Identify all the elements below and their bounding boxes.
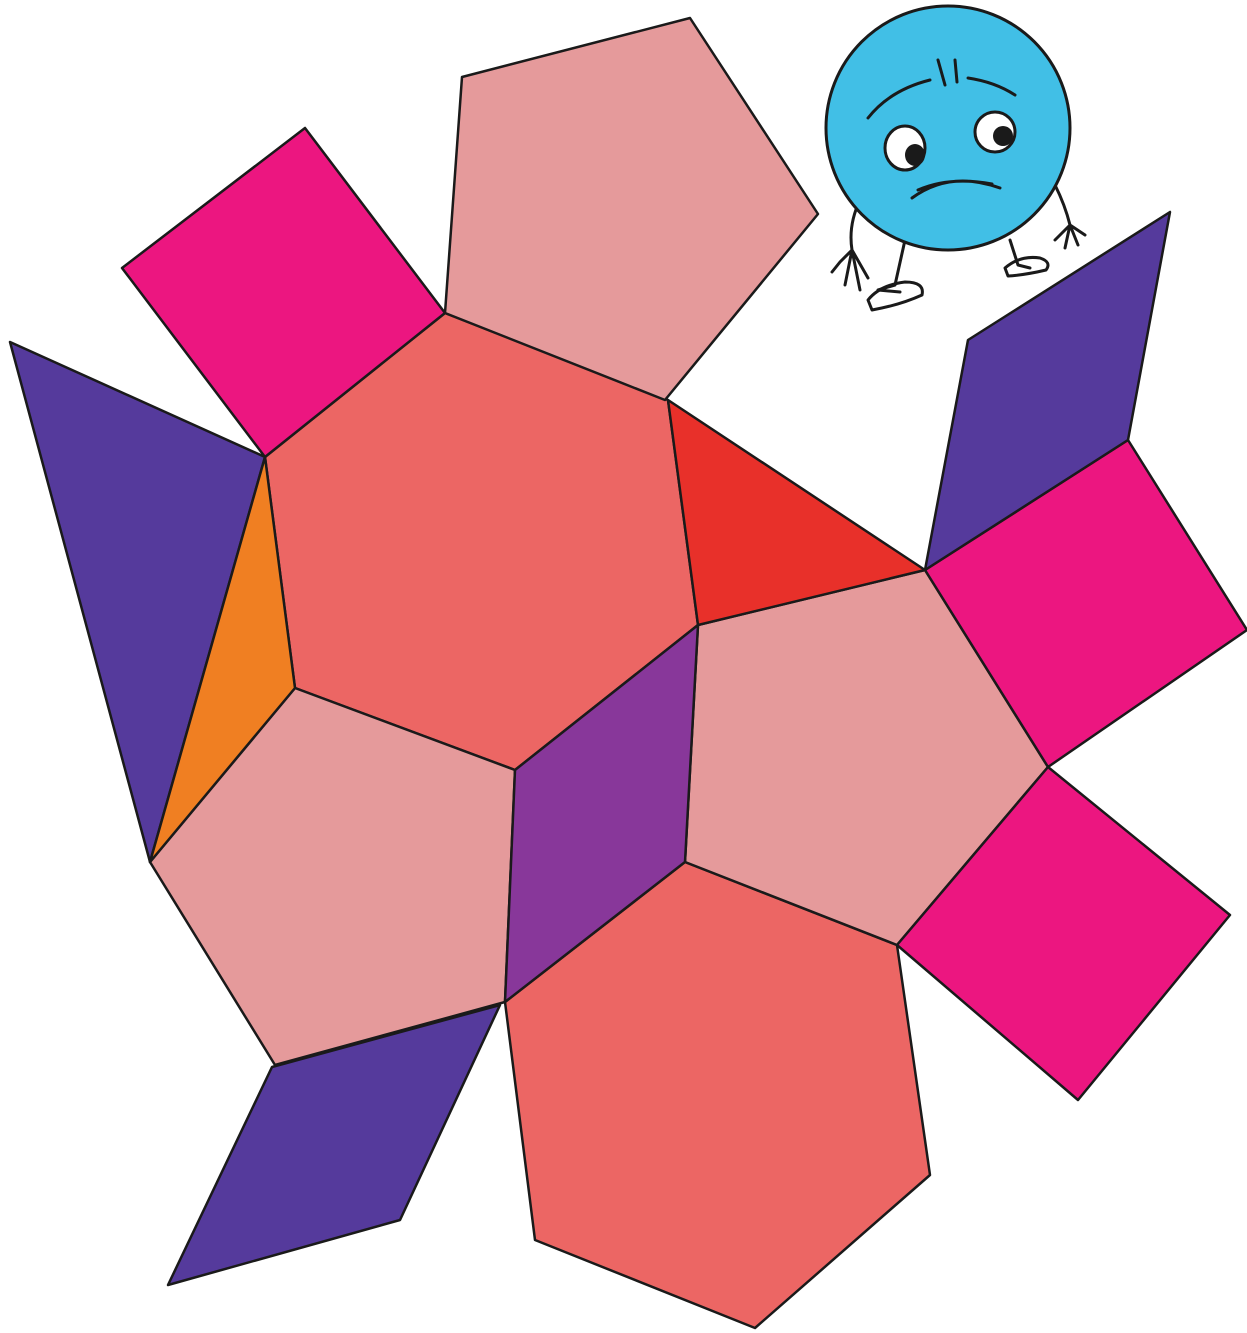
left-pupil — [905, 144, 925, 166]
right-pupil — [993, 126, 1013, 146]
worried-blue-ball-character-icon — [826, 6, 1085, 310]
right-arm — [1055, 185, 1085, 248]
character-body — [826, 6, 1070, 250]
